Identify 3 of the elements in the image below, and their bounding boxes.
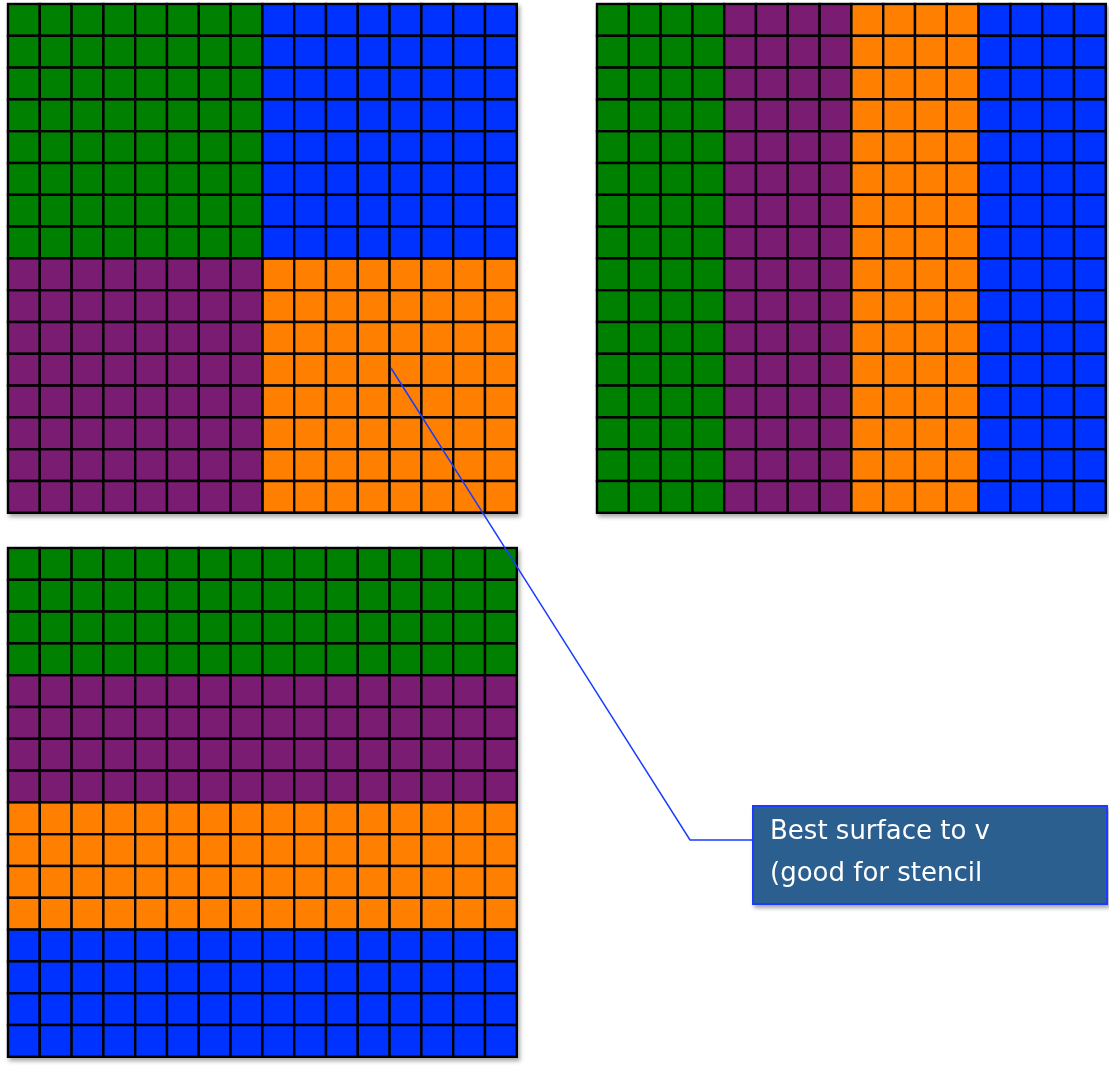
leader-line	[390, 367, 753, 841]
colored-cell-block	[261, 257, 518, 514]
callout-box: Best surface to v (good for stencil	[752, 805, 1108, 905]
